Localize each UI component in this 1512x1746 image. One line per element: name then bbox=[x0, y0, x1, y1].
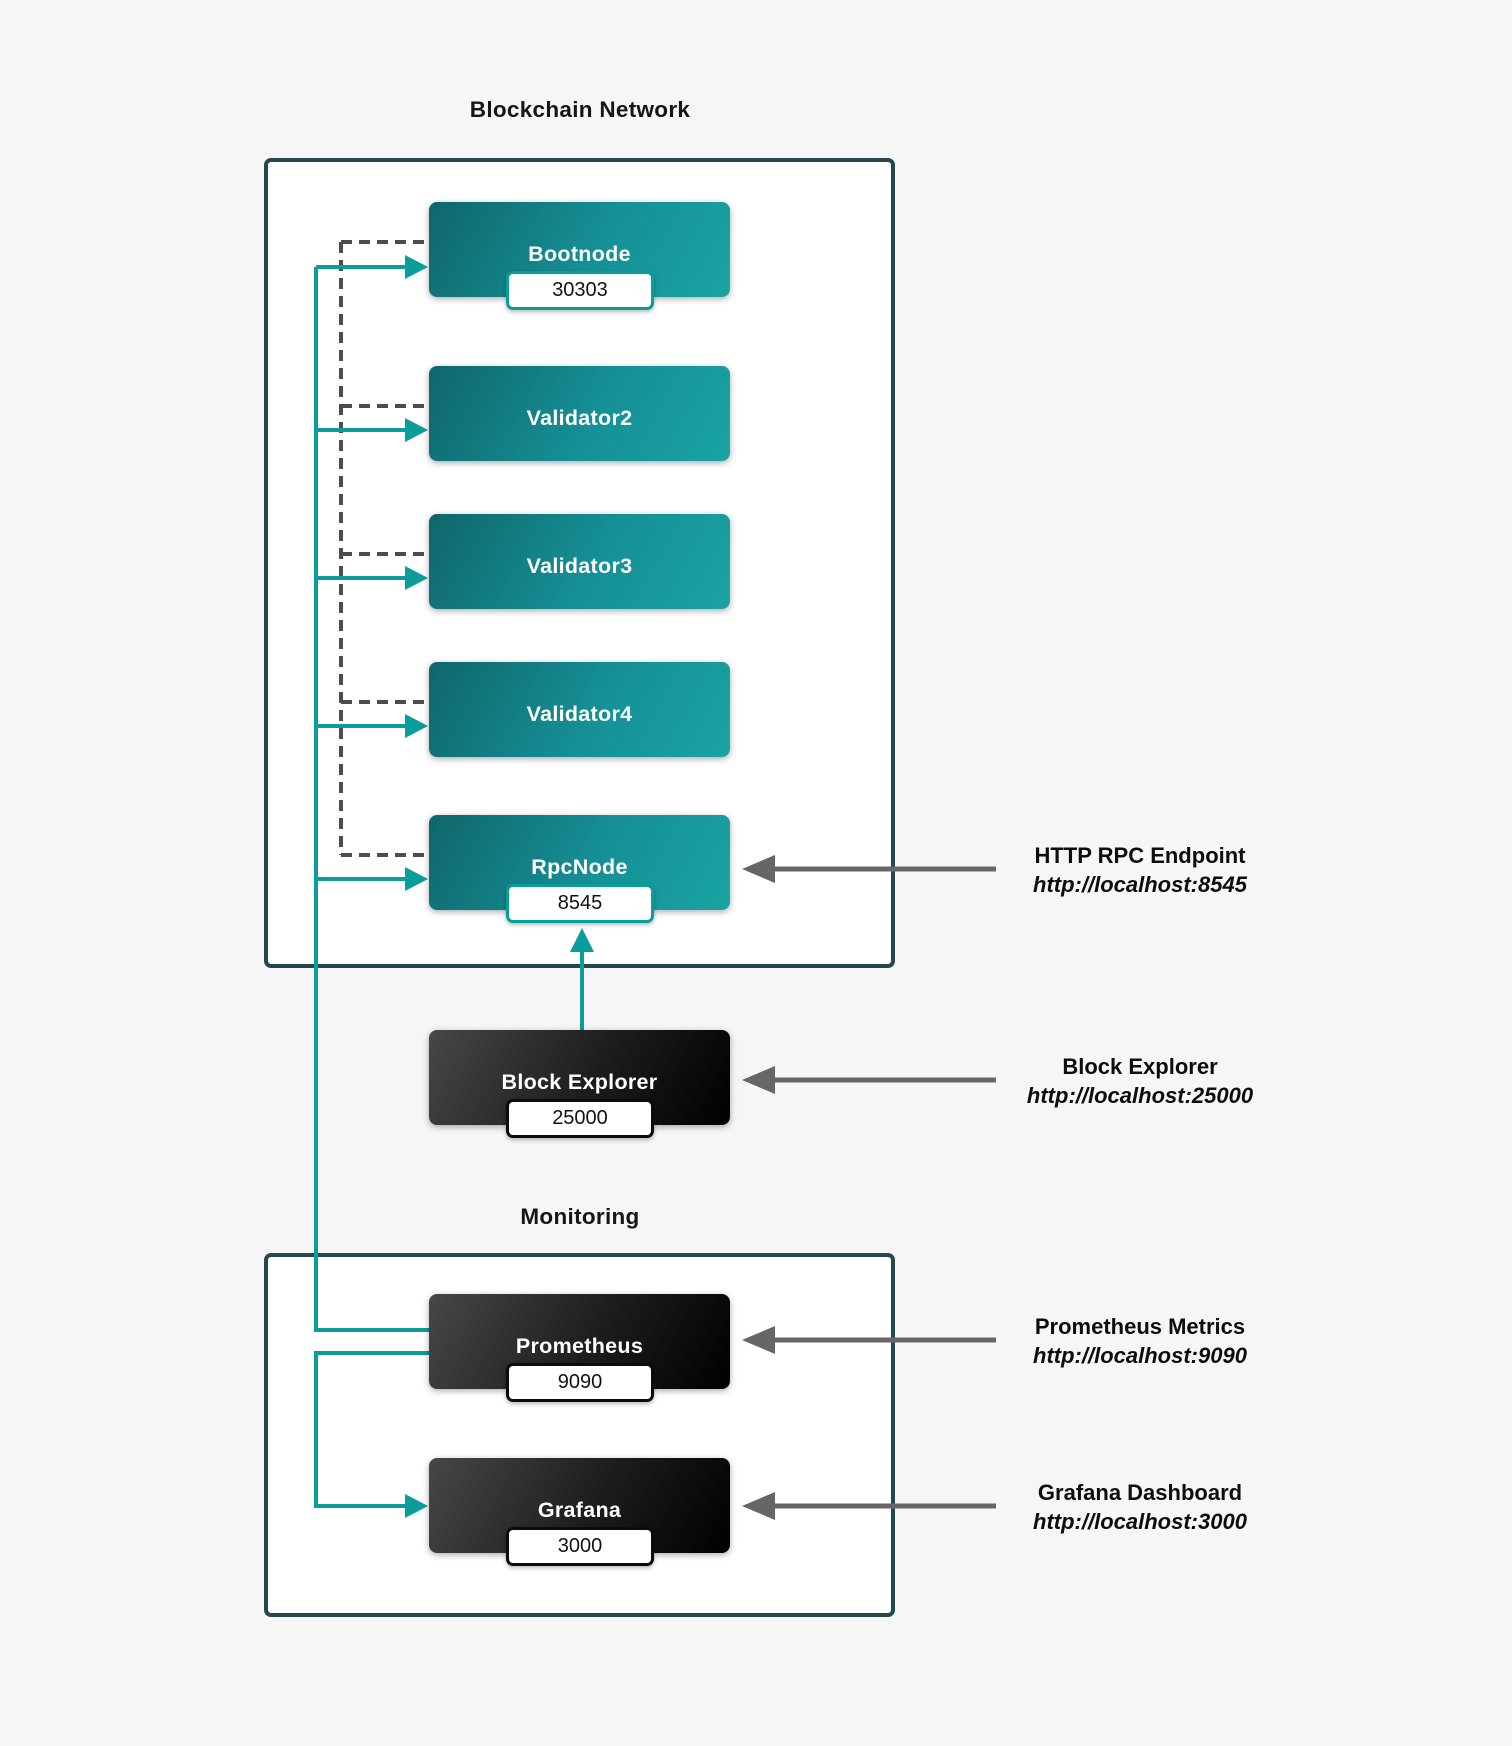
node-validator4: Validator4 bbox=[429, 662, 730, 757]
annotation-url: http://localhost:8545 bbox=[1033, 872, 1247, 897]
node-label: Grafana bbox=[537, 1497, 622, 1522]
title-blockchain-network: Blockchain Network bbox=[469, 97, 691, 122]
node-bootnode: Bootnode 30303 bbox=[429, 202, 730, 310]
node-label: Validator3 bbox=[526, 553, 633, 578]
annotation-prometheus-metrics: Prometheus Metrics http://localhost:9090 bbox=[940, 1312, 1340, 1370]
annotation-url: http://localhost:9090 bbox=[1033, 1343, 1247, 1368]
node-label: Bootnode bbox=[528, 241, 631, 266]
node-rpcnode: RpcNode 8545 bbox=[429, 815, 730, 923]
node-label: Validator4 bbox=[526, 701, 633, 726]
annotation-block-explorer: Block Explorer http://localhost:25000 bbox=[940, 1052, 1340, 1110]
node-label: Block Explorer bbox=[501, 1069, 658, 1094]
annotation-http-rpc-endpoint: HTTP RPC Endpoint http://localhost:8545 bbox=[940, 841, 1340, 899]
port-badge-grafana: 3000 bbox=[506, 1527, 654, 1566]
node-prometheus: Prometheus 9090 bbox=[429, 1294, 730, 1402]
port-badge-block-explorer: 25000 bbox=[506, 1099, 654, 1138]
annotation-url: http://localhost:3000 bbox=[1033, 1509, 1247, 1534]
annotation-title: Prometheus Metrics bbox=[1034, 1314, 1246, 1339]
annotation-grafana-dashboard: Grafana Dashboard http://localhost:3000 bbox=[940, 1478, 1340, 1536]
node-grafana: Grafana 3000 bbox=[429, 1458, 730, 1566]
node-label: RpcNode bbox=[531, 854, 628, 879]
node-validator2: Validator2 bbox=[429, 366, 730, 461]
annotation-url: http://localhost:25000 bbox=[1026, 1083, 1254, 1108]
node-label: Prometheus bbox=[515, 1333, 644, 1358]
node-label: Validator2 bbox=[526, 405, 633, 430]
port-badge-prometheus: 9090 bbox=[506, 1363, 654, 1402]
node-validator3: Validator3 bbox=[429, 514, 730, 609]
port-badge-rpcnode: 8545 bbox=[506, 884, 654, 923]
node-block-explorer: Block Explorer 25000 bbox=[429, 1030, 730, 1138]
title-monitoring: Monitoring bbox=[520, 1204, 640, 1229]
annotation-title: Block Explorer bbox=[1062, 1054, 1218, 1079]
annotation-title: HTTP RPC Endpoint bbox=[1034, 843, 1246, 868]
annotation-title: Grafana Dashboard bbox=[1037, 1480, 1243, 1505]
port-badge-bootnode: 30303 bbox=[506, 271, 654, 310]
gray-arrowhead-block-explorer bbox=[742, 1066, 775, 1094]
